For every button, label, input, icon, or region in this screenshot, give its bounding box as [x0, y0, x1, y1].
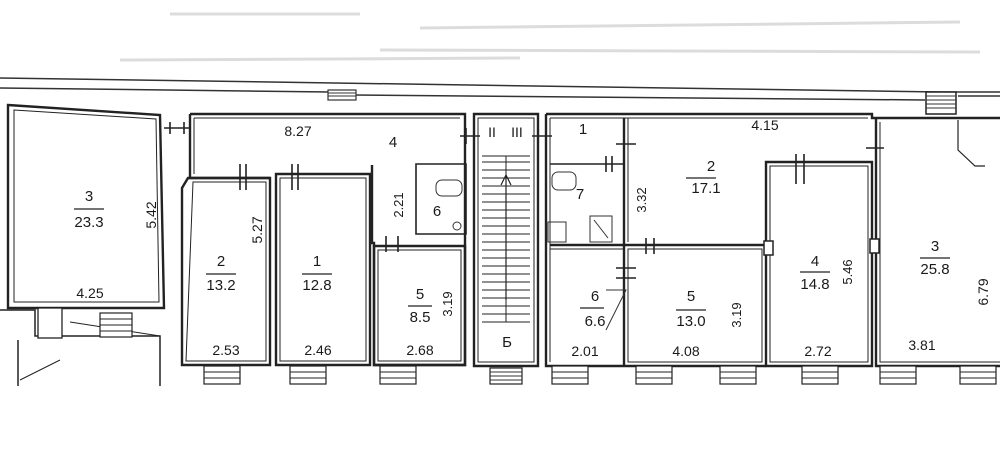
windows	[203, 365, 997, 385]
right-room-2-area: 17.1	[691, 180, 720, 197]
room-3-dim-side: 5.42	[143, 201, 159, 228]
room-5-dim-bottom: 2.68	[406, 342, 433, 358]
wc-7-dim-side: 3.32	[634, 187, 649, 212]
room-1-area: 12.8	[302, 277, 331, 294]
room-2-dim-bottom: 2.53	[212, 342, 239, 358]
room-2-dim-side: 5.27	[249, 216, 265, 243]
stair-letter: Б	[502, 334, 512, 351]
room-5-area: 8.5	[410, 309, 431, 326]
room-2-number: 2	[217, 253, 225, 270]
right-room-4-area: 14.8	[800, 276, 829, 293]
right-room-6-area: 6.6	[585, 313, 606, 330]
stair-exit-hatch-lines	[490, 371, 522, 381]
corridor-4-number: 4	[389, 134, 397, 151]
right-room-6-number: 6	[591, 288, 599, 305]
right-room-2-dim-top: 4.15	[751, 117, 778, 133]
room-6-door-swing	[605, 289, 627, 331]
lobby-walls	[0, 309, 161, 386]
area-bars	[74, 177, 950, 311]
column-marker	[763, 240, 774, 256]
right-room-4-dim-side: 5.46	[840, 259, 855, 284]
room-3-dim-bottom: 4.25	[76, 285, 103, 301]
room-3-number: 3	[85, 188, 93, 205]
stair-walls	[472, 112, 540, 368]
room-5-dim-side: 3.19	[440, 291, 455, 316]
window-lines	[204, 371, 996, 379]
wc-7-number: 7	[576, 186, 584, 203]
corridor-4-length: 8.27	[284, 123, 311, 139]
right-room-5-number: 5	[687, 288, 695, 305]
chimney-block	[925, 91, 957, 115]
vent-hatch-lines	[328, 92, 356, 97]
right-room-3-dim-bottom: 3.81	[908, 337, 935, 353]
right-block-walls	[544, 112, 1000, 368]
room-1-dim-bottom: 2.46	[304, 342, 331, 358]
room-3-area: 23.3	[74, 214, 103, 231]
right-room-3-dim-side: 6.79	[975, 278, 991, 305]
right-room-6-dim-bottom: 2.01	[571, 343, 598, 359]
column-marker	[869, 238, 880, 254]
stair-mark-left: II	[488, 124, 496, 140]
background-lines	[119, 12, 981, 62]
vent-hatch	[327, 89, 357, 101]
right-room-4-dim-bottom: 2.72	[804, 343, 831, 359]
wc-6-fixtures	[435, 179, 463, 231]
right-room-3-number: 3	[931, 238, 939, 255]
left-door-frame	[37, 307, 63, 339]
right-room-3-area: 25.8	[920, 261, 949, 278]
right-room-5-area: 13.0	[676, 313, 705, 330]
right-room-4-number: 4	[811, 253, 819, 270]
facade-line	[0, 77, 1000, 101]
right-room-5-dim-side: 3.19	[729, 302, 744, 327]
wc-6-number: 6	[433, 203, 441, 220]
door-ticks	[164, 122, 884, 279]
room-2-area: 13.2	[206, 277, 235, 294]
right-room-1-number: 1	[579, 121, 587, 138]
right-room-5-dim-bottom: 4.08	[672, 343, 699, 359]
right-room-2-number: 2	[707, 158, 715, 175]
chimney-hatch	[926, 95, 956, 109]
room-1-number: 1	[313, 253, 321, 270]
stair-mark-right: III	[511, 124, 523, 140]
entrance-steps-lines	[100, 318, 132, 332]
wc-7-fixtures	[547, 171, 613, 243]
stair-arrow	[500, 174, 512, 300]
room-5-number: 5	[416, 286, 424, 303]
corridor-4-dim-wc: 2.21	[391, 192, 406, 217]
left-block-walls	[6, 103, 467, 367]
